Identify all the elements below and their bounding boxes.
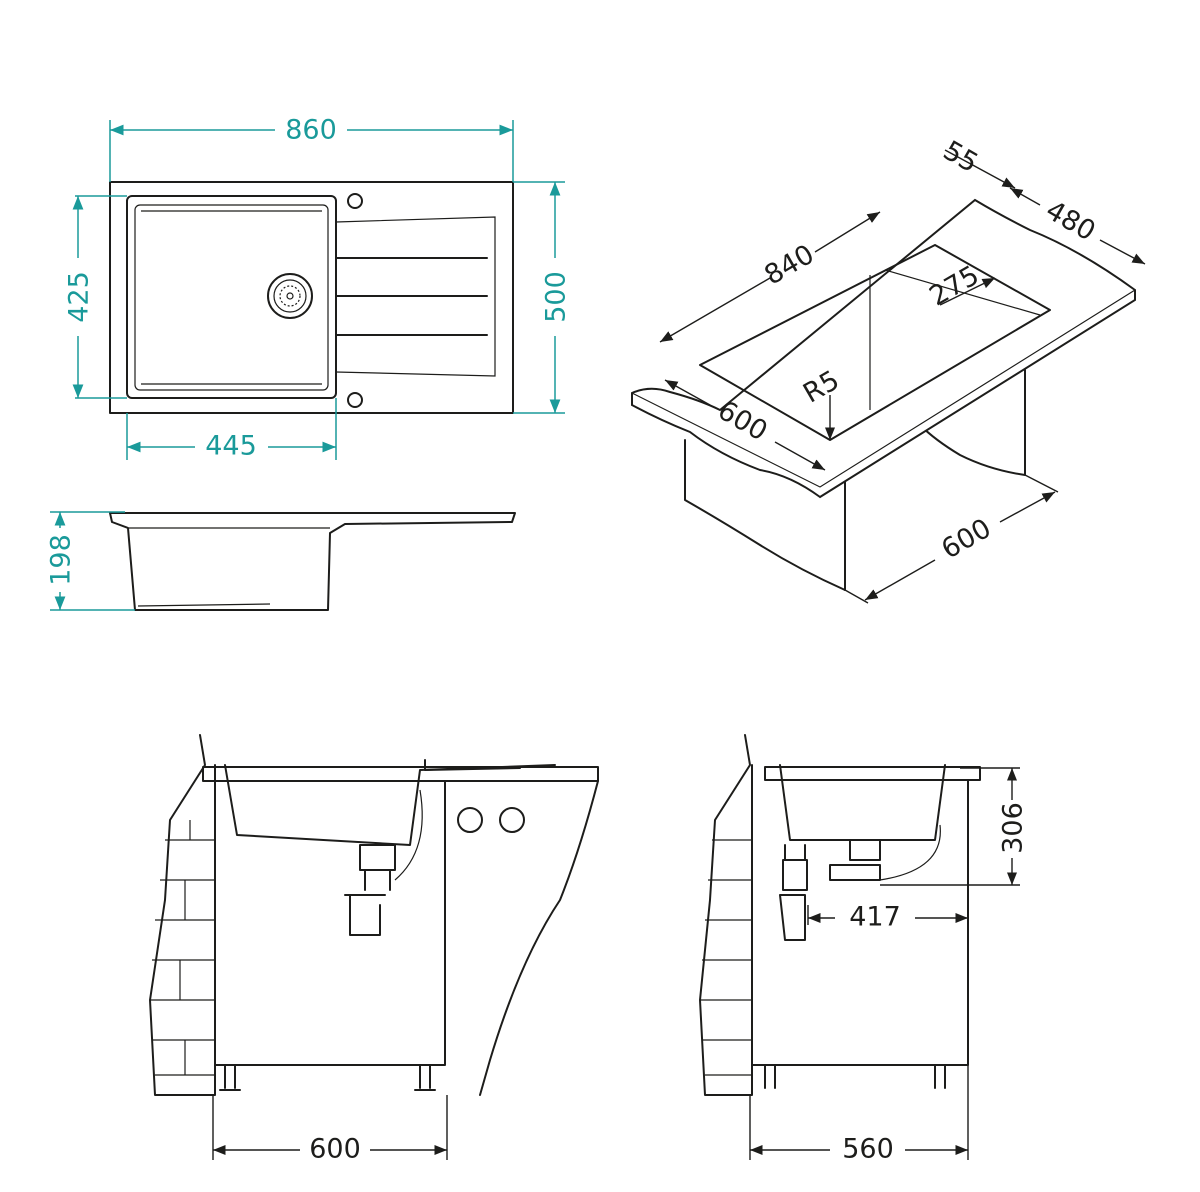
sink-cutout (699, 244, 1051, 441)
overflow-hole (347, 392, 363, 408)
drainer-ribs (335, 257, 488, 336)
dim-depth-500: 500 (541, 271, 572, 323)
dim-offset-417: 417 (849, 902, 901, 933)
dim-bowl-depth-425: 425 (64, 271, 95, 323)
isometric-view: 840 55 480 275 R5 600 600 (631, 135, 1146, 604)
dim-height-306: 306 (998, 802, 1029, 854)
dim-bowl-width-445: 445 (205, 431, 257, 462)
tap-hole (347, 193, 363, 209)
dim-cabinet-600: 600 (936, 513, 996, 566)
dim-height-198: 198 (46, 534, 77, 586)
dim-width-860: 860 (285, 115, 337, 146)
brick-wall (149, 734, 216, 1096)
front-elevation: 600 (149, 734, 599, 1165)
siphon-trap (344, 844, 396, 936)
side-elevation: 306 417 560 (699, 734, 1029, 1165)
dim-side-560: 560 (842, 1134, 894, 1165)
dim-front-600: 600 (309, 1134, 361, 1165)
top-view: 860 425 500 445 (64, 115, 572, 462)
dim-cutout-840: 840 (759, 239, 819, 292)
drain-strainer (267, 273, 313, 319)
dim-rim-55: 55 (938, 135, 983, 179)
side-profile-view: 198 (46, 511, 516, 611)
